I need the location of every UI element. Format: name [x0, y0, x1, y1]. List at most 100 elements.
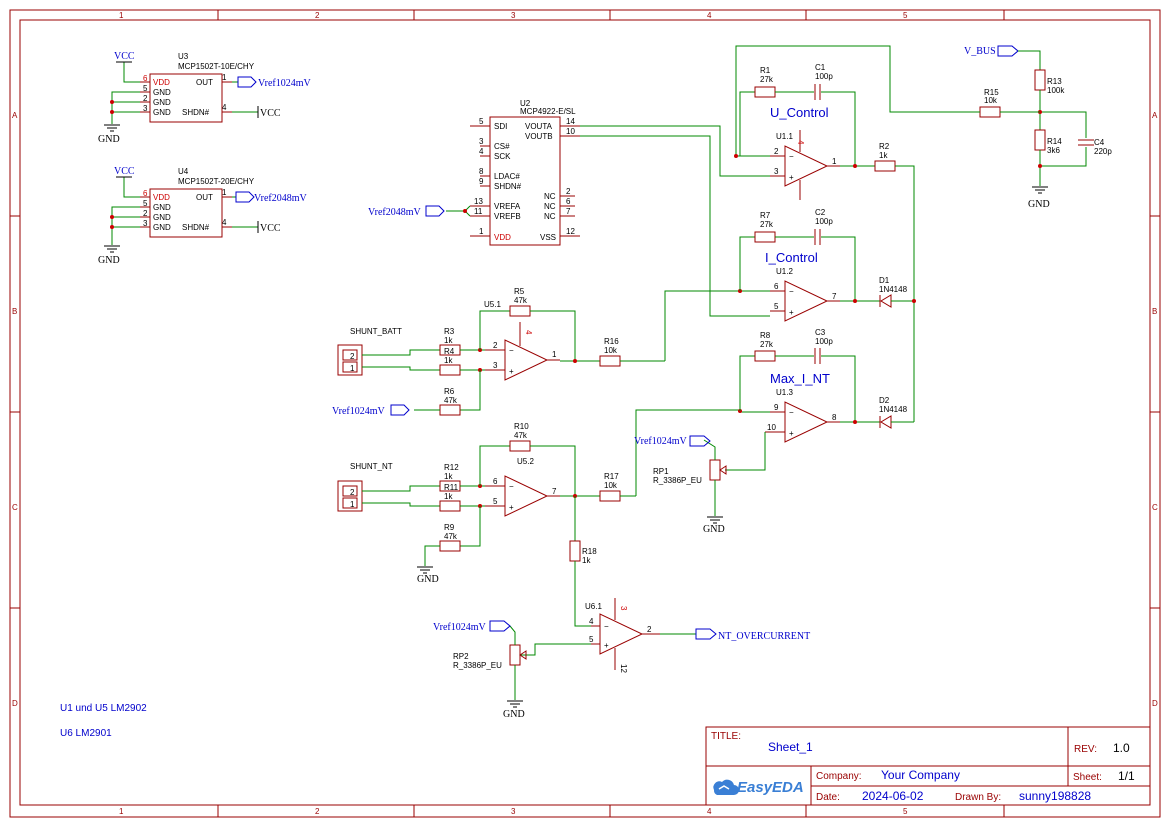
svg-text:47k: 47k [444, 532, 458, 541]
svg-text:2: 2 [647, 625, 652, 634]
svg-text:100p: 100p [815, 337, 833, 346]
svg-text:R8: R8 [760, 331, 771, 340]
u5-2-opamp[interactable]: −+ 6 5 7 U5.2 [485, 457, 560, 517]
svg-text:U1.2: U1.2 [776, 267, 793, 276]
svg-text:+: + [509, 503, 514, 512]
row-label: B [12, 307, 17, 316]
svg-text:R17: R17 [604, 472, 619, 481]
u5-1-opamp[interactable]: −+ 2 3 1 4 U5.1 [484, 300, 560, 381]
svg-text:GND: GND [153, 203, 171, 212]
svg-text:−: − [604, 622, 609, 631]
svg-text:Sheet_1: Sheet_1 [768, 740, 813, 754]
svg-text:GND: GND [153, 98, 171, 107]
note-u1-u5: U1 und U5 LM2902 [60, 703, 147, 714]
svg-text:5: 5 [774, 302, 779, 311]
svg-text:NC: NC [544, 192, 556, 201]
row-label: C [12, 503, 18, 512]
u4-wiring [104, 176, 259, 253]
svg-text:R14: R14 [1047, 137, 1062, 146]
svg-text:4: 4 [589, 617, 594, 626]
u3-voltage-reference[interactable]: U3 MCP1502T-10E/CHY VDD GND GND GND OUT … [140, 52, 255, 123]
svg-text:47k: 47k [514, 296, 528, 305]
svg-text:2024-06-02: 2024-06-02 [862, 789, 924, 803]
svg-text:−: − [509, 482, 514, 491]
u1-3-opamp[interactable]: −+ 9 10 8 U1.3 Max_I_NT [765, 371, 840, 443]
svg-text:+: + [789, 173, 794, 182]
svg-text:OUT: OUT [196, 193, 213, 202]
nt-overcurrent-label: NT_OVERCURRENT [718, 631, 810, 642]
row-label: C [1152, 503, 1158, 512]
svg-text:6: 6 [493, 477, 498, 486]
u1-1-opamp[interactable]: −+ 2 3 1 4 U1.1 U_Control [770, 105, 840, 200]
u1-2-opamp[interactable]: −+ 6 5 7 U1.2 I_Control [765, 250, 840, 322]
svg-text:VREFA: VREFA [494, 202, 521, 211]
col-label: 3 [511, 11, 516, 20]
svg-text:5: 5 [493, 497, 498, 506]
vbus-divider[interactable]: R13 100k R14 3k6 C4 220p R15 10k [735, 45, 1112, 194]
shunt-batt-label: SHUNT_BATT [350, 327, 402, 336]
svg-text:−: − [789, 152, 794, 161]
svg-text:1.0: 1.0 [1113, 741, 1130, 755]
col-label: 1 [119, 11, 124, 20]
sheet-frame [9, 9, 1161, 818]
svg-text:NC: NC [544, 202, 556, 211]
svg-text:1k: 1k [444, 472, 453, 481]
svg-text:GND: GND [153, 108, 171, 117]
svg-text:VDD: VDD [153, 193, 170, 202]
u4-voltage-reference[interactable]: U4 MCP1502T-20E/CHY VDD GND GND GND OUT … [140, 167, 255, 238]
vcc-label: VCC [114, 166, 135, 177]
svg-text:10: 10 [566, 127, 575, 136]
vref2048-label: Vref2048mV [254, 193, 307, 204]
svg-text:100p: 100p [815, 72, 833, 81]
svg-text:RP1: RP1 [653, 467, 669, 476]
svg-text:2: 2 [350, 488, 355, 497]
vref1024-label: Vref1024mV [258, 78, 311, 89]
u6-1-comparator[interactable]: −+ 4 5 2 3 12 U6.1 [585, 598, 660, 673]
gnd-label: GND [98, 134, 120, 145]
svg-text:REV:: REV: [1074, 744, 1097, 755]
svg-text:2: 2 [493, 341, 498, 350]
shunt-nt-label: SHUNT_NT [350, 462, 393, 471]
svg-text:12: 12 [566, 227, 575, 236]
svg-text:1: 1 [222, 188, 227, 197]
svg-text:R16: R16 [604, 337, 619, 346]
svg-text:1k: 1k [444, 336, 453, 345]
svg-text:VOUTB: VOUTB [525, 132, 553, 141]
svg-text:MCP1502T-20E/CHY: MCP1502T-20E/CHY [178, 177, 255, 186]
svg-text:10k: 10k [604, 346, 618, 355]
vcc-label: VCC [114, 51, 135, 62]
svg-text:14: 14 [566, 117, 575, 126]
u1-2-feedback: R7 27k C2 100p D1 1N4148 [664, 208, 916, 361]
svg-text:LDAC#: LDAC# [494, 172, 520, 181]
svg-text:R11: R11 [444, 483, 459, 492]
svg-text:SHDN#: SHDN# [182, 223, 210, 232]
svg-text:1: 1 [832, 157, 837, 166]
svg-text:7: 7 [832, 292, 837, 301]
svg-text:47k: 47k [514, 431, 528, 440]
svg-text:1N4148: 1N4148 [879, 285, 908, 294]
svg-text:3: 3 [143, 104, 148, 113]
col-label: 1 [119, 807, 124, 816]
u2-dac[interactable]: U2 MCP4922-E/SL SDI CS# SCK LDAC# SHDN# … [470, 99, 580, 246]
svg-text:2: 2 [350, 352, 355, 361]
svg-text:5: 5 [143, 84, 148, 93]
svg-text:U5.1: U5.1 [484, 300, 501, 309]
svg-text:8: 8 [832, 413, 837, 422]
vcc-label: VCC [260, 223, 281, 234]
svg-text:10k: 10k [604, 481, 618, 490]
svg-text:R13: R13 [1047, 77, 1062, 86]
svg-text:Date:: Date: [816, 792, 840, 803]
svg-text:C3: C3 [815, 328, 826, 337]
svg-text:GND: GND [153, 213, 171, 222]
svg-text:−: − [789, 408, 794, 417]
svg-text:5: 5 [589, 635, 594, 644]
svg-text:MCP4922-E/SL: MCP4922-E/SL [520, 107, 576, 116]
svg-text:Drawn By:: Drawn By: [955, 792, 1001, 803]
svg-text:4: 4 [222, 103, 227, 112]
col-label: 4 [707, 807, 712, 816]
gnd-label: GND [417, 574, 439, 585]
rp1-potentiometer[interactable]: RP1 R_3386P_EU [653, 435, 727, 524]
svg-text:RP2: RP2 [453, 652, 469, 661]
svg-text:47k: 47k [444, 396, 458, 405]
svg-text:MCP1502T-10E/CHY: MCP1502T-10E/CHY [178, 62, 255, 71]
